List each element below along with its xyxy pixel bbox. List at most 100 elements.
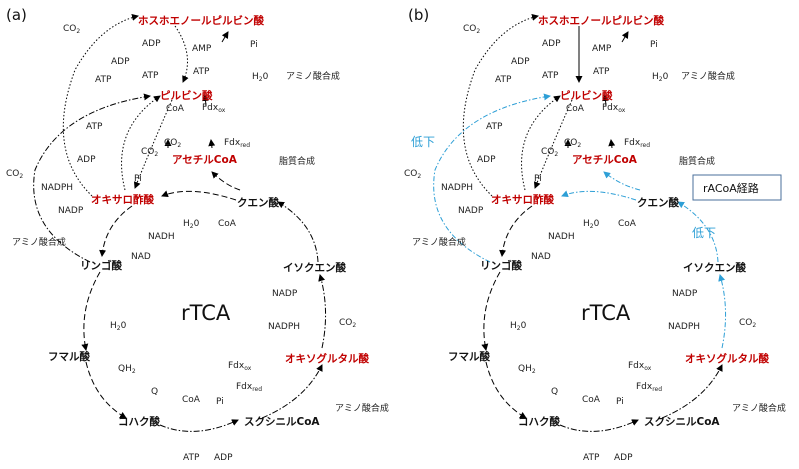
h2o-1-a: H20	[252, 72, 269, 83]
arc-fumarate-to-succinate-b	[485, 361, 527, 419]
pi-1-b: Pi	[650, 40, 658, 50]
coa-3-a: CoA	[182, 395, 201, 405]
arc-oxaloacetate-to-pyruvate-b	[521, 95, 561, 191]
qh2-b: QH2	[518, 364, 536, 375]
oxaloacetate-label-b: オキサロ酢酸	[491, 193, 554, 206]
arc-oxaloacetate-to-malate-b	[499, 205, 533, 257]
tick-fdx-red-1	[208, 139, 216, 149]
amino-synthesis-1-b: アミノ酸合成	[681, 70, 735, 82]
panel-b: rACoA経路 低下 低下 (b) ホスホエノールピルビン酸 ピルビン酸 アセチ…	[404, 6, 786, 463]
arc-malate-to-pyruvate	[33, 93, 151, 263]
coa-1-b: CoA	[566, 104, 585, 114]
nadph-2-a: NADPH	[268, 322, 300, 332]
atp-4-a: ATP	[86, 122, 103, 132]
h2o-2-a: H20	[183, 219, 200, 230]
fdx-red-1-b: Fdxred	[624, 138, 650, 149]
h2o-1-b: H20	[652, 72, 669, 83]
amp-a: AMP	[192, 44, 212, 54]
atp-2-a: ATP	[193, 67, 210, 77]
h2o-3-a: H20	[110, 321, 127, 332]
decrease-label-2: 低下	[692, 226, 716, 240]
nadh-b: NADH	[548, 232, 575, 242]
arc-citrate-to-oxaloacetate-b	[561, 190, 637, 201]
pyruvate-label-b: ピルビン酸	[560, 89, 613, 102]
pi-3-a: Pi	[216, 397, 224, 407]
q-a: Q	[151, 387, 158, 397]
pi-2-b: Pi	[534, 174, 542, 184]
arc-citrate-to-oxaloacetate	[161, 190, 237, 201]
succinate-label-b: コハク酸	[518, 415, 560, 428]
tick-fdx-ox-1-b	[602, 94, 610, 107]
arc-malate-to-fumarate-b	[481, 271, 501, 351]
arc-oxaloacetate-to-pep-b	[462, 13, 539, 197]
tick-fdx-red-1-b	[608, 139, 616, 149]
racoa-box-label: rACoA経路	[703, 182, 759, 195]
oxaloacetate-label-a: オキサロ酢酸	[91, 193, 154, 206]
co2-2-b: CO2	[564, 138, 581, 149]
adp-1-a: ADP	[142, 39, 161, 49]
pi-1-a: Pi	[250, 40, 258, 50]
coa-2-a: CoA	[218, 219, 237, 229]
amino-synthesis-2-b: アミノ酸合成	[412, 236, 466, 248]
panel-label-b: (b)	[408, 6, 429, 24]
succinylcoa-label-a: スクシニルCoA	[244, 416, 320, 428]
adp-4-b: ADP	[614, 453, 633, 463]
arc-oxaloacetate-to-malate	[99, 205, 133, 257]
adp-4-a: ADP	[214, 453, 233, 463]
succinylcoa-label-b: スクシニルCoA	[644, 416, 720, 428]
q-b: Q	[551, 387, 558, 397]
pi-2-a: Pi	[134, 174, 142, 184]
atp-4-b: ATP	[486, 122, 503, 132]
panel-label-a: (a)	[6, 6, 27, 24]
qh2-a: QH2	[118, 364, 136, 375]
fdx-red-2-a: Fdxred	[236, 382, 262, 393]
nadph-1-b: NADPH	[441, 183, 473, 193]
coa-3-b: CoA	[582, 395, 601, 405]
nadh-a: NADH	[148, 232, 175, 242]
atp-3-b: ATP	[495, 75, 512, 85]
atp-1-b: ATP	[542, 71, 559, 81]
h2o-3-b: H20	[510, 321, 527, 332]
co2-3-a: CO2	[141, 147, 158, 158]
fumarate-label-a: フマル酸	[48, 350, 90, 363]
adp-2-a: ADP	[111, 57, 130, 67]
atp-1-a: ATP	[142, 71, 159, 81]
arc-succinylcoa-to-oxoglutarate	[261, 364, 323, 419]
adp-3-a: ADP	[77, 155, 96, 165]
arc-pyruvate-to-oxaloacetate	[133, 99, 173, 189]
atp-5-b: ATP	[583, 453, 600, 463]
amino-synthesis-3-b: アミノ酸合成	[732, 402, 786, 414]
arc-oxaloacetate-to-pep	[62, 13, 139, 197]
arc-succinylcoa-to-oxoglutarate-b	[661, 364, 723, 419]
racoa-box	[692, 174, 782, 201]
arc-citrate-to-acetylcoa-b	[603, 171, 641, 191]
isocitrate-label-b: イソクエン酸	[683, 261, 746, 274]
nadp-1-a: NADP	[58, 206, 84, 216]
oxoglutarate-label-a: オキソグルタル酸	[285, 352, 369, 365]
arc-oxaloacetate-to-pyruvate	[121, 95, 161, 191]
nadp-1-b: NADP	[458, 206, 484, 216]
arc-citrate-to-acetylcoa	[211, 171, 241, 191]
arc-isocitrate-to-citrate	[277, 201, 319, 263]
h2o-2-b: H20	[583, 219, 600, 230]
atp-3-a: ATP	[95, 75, 112, 85]
arc-malate-to-pyruvate-b	[433, 93, 551, 263]
pep-label-b: ホスホエノールピルビン酸	[538, 14, 664, 27]
atp-2-b: ATP	[593, 67, 610, 77]
coa-2-b: CoA	[618, 219, 637, 229]
panel-a: (a) ホスホエノールピルビン酸 ピルビン酸 アセチルCoA オキサロ酢酸 オキ…	[6, 6, 389, 463]
amino-synthesis-2-a: アミノ酸合成	[12, 236, 66, 248]
fdx-red-2-b: Fdxred	[636, 382, 662, 393]
tick-amp-b	[621, 31, 629, 43]
co2-left-b: CO2	[404, 169, 421, 180]
arc-fumarate-to-succinate	[85, 361, 127, 419]
fdx-ox-1-b: Fdxox	[602, 103, 626, 114]
nad-b: NAD	[531, 252, 551, 262]
fdx-ox-2-b: Fdxox	[628, 361, 652, 372]
isocitrate-label-a: イソクエン酸	[283, 261, 346, 274]
amino-synthesis-1-a: アミノ酸合成	[286, 70, 340, 82]
succinate-label-a: コハク酸	[118, 415, 160, 428]
nad-a: NAD	[131, 252, 151, 262]
arc-pep-to-pyruvate	[174, 25, 189, 83]
fdx-ox-2-a: Fdxox	[228, 361, 252, 372]
